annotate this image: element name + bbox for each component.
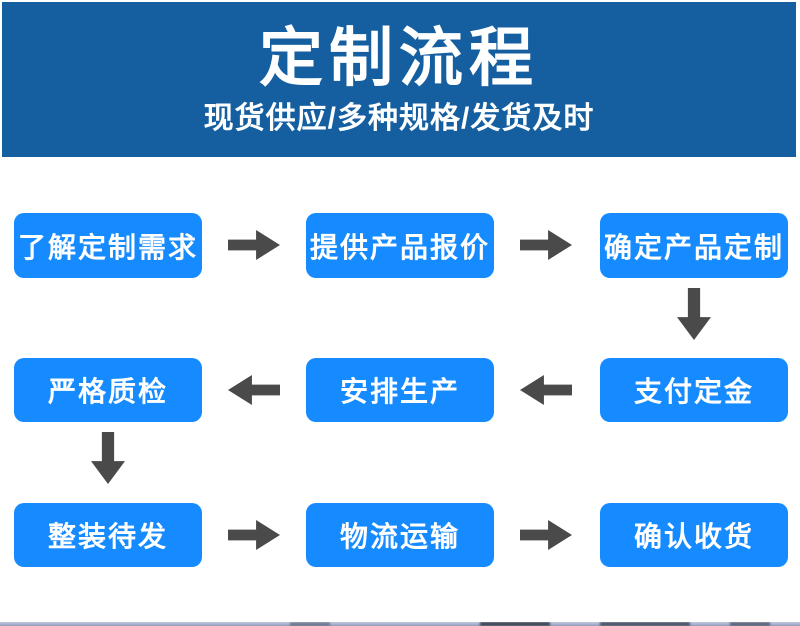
arrow-left-icon — [228, 375, 280, 405]
next-section-edge — [0, 622, 800, 626]
flow-step-quality-inspection: 严格质检 — [14, 358, 202, 422]
arrow-down-icon — [91, 432, 125, 484]
arrow-right-icon — [520, 230, 572, 260]
flow-step-ready-to-ship: 整装待发 — [14, 503, 202, 567]
edge-smudge — [480, 622, 550, 626]
arrow-down-icon — [677, 288, 711, 340]
flow-step-provide-quote: 提供产品报价 — [306, 213, 494, 278]
edge-smudge — [730, 622, 770, 626]
page-title: 定制流程 — [259, 22, 539, 94]
arrow-right-icon — [520, 520, 572, 550]
flow-step-confirm-customization: 确定产品定制 — [600, 213, 788, 278]
arrow-right-icon — [228, 520, 280, 550]
edge-smudge — [600, 622, 690, 626]
flow-step-logistics-transport: 物流运输 — [306, 503, 494, 567]
header-banner: 定制流程 现货供应/多种规格/发货及时 — [2, 2, 796, 157]
page-subtitle: 现货供应/多种规格/发货及时 — [203, 102, 595, 135]
arrow-right-icon — [228, 230, 280, 260]
arrow-left-icon — [520, 375, 572, 405]
edge-smudge — [290, 622, 330, 626]
flow-step-confirm-receipt: 确认收货 — [600, 503, 788, 567]
flow-step-understand-requirements: 了解定制需求 — [14, 213, 202, 278]
flow-step-arrange-production: 安排生产 — [306, 358, 494, 422]
flow-step-pay-deposit: 支付定金 — [600, 358, 788, 422]
